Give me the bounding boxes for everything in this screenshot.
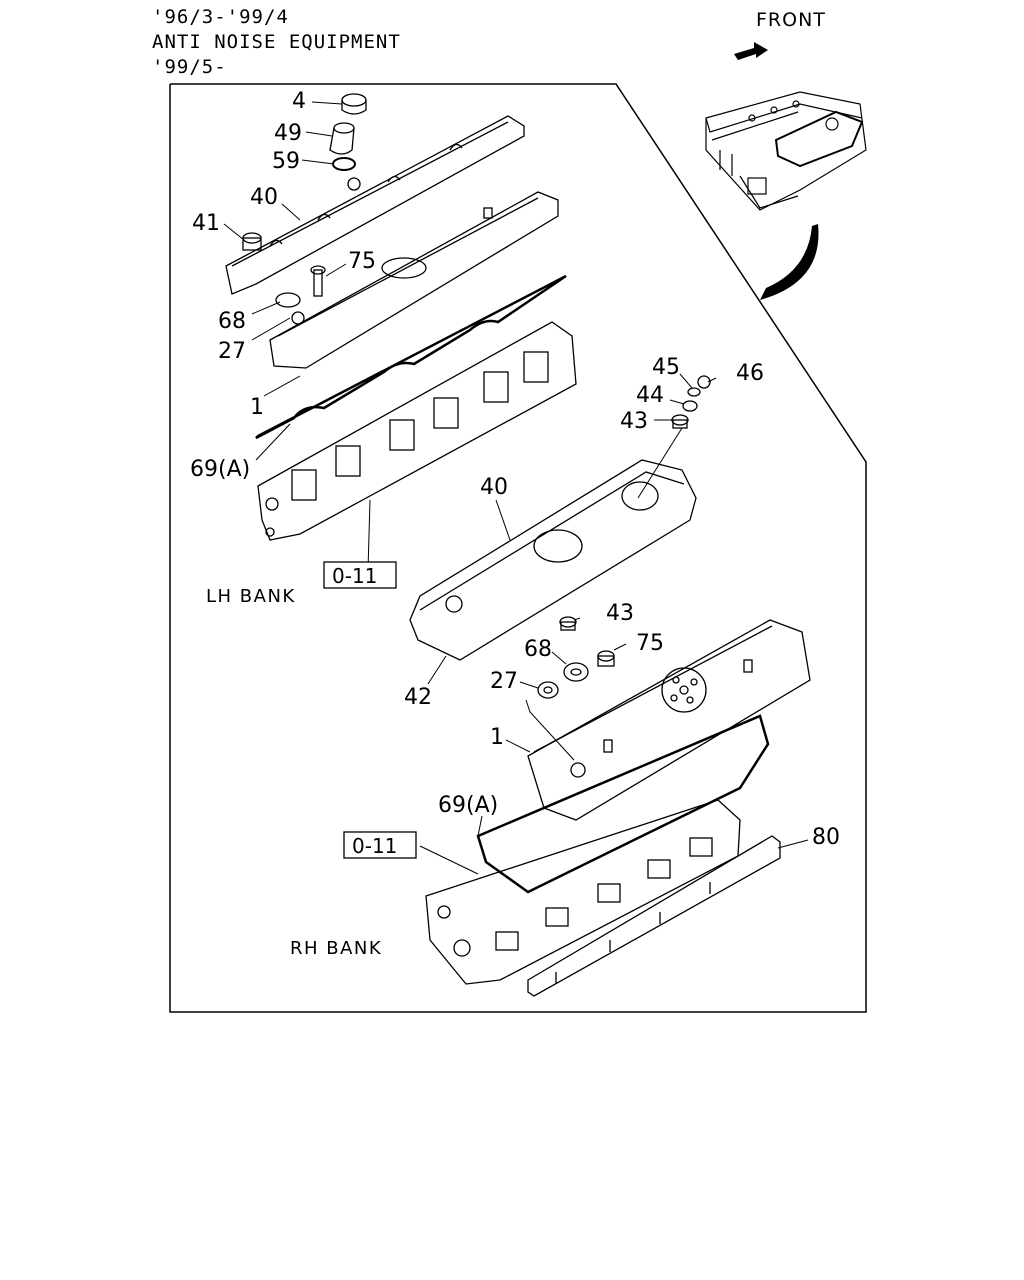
front-label: FRONT — [756, 9, 826, 31]
oil-filler-cap — [341, 93, 367, 115]
callout-43-mid: 43 — [606, 601, 634, 626]
callout-68-mid: 68 — [524, 637, 552, 662]
bolt-75-top — [310, 265, 326, 297]
washer-68-mid — [563, 662, 589, 682]
callout-75-mid: 75 — [636, 631, 664, 656]
rh-cylinder-head-cover — [527, 619, 811, 821]
rh-bank-label: RH BANK — [290, 938, 382, 959]
lh-cover-insulator — [225, 115, 525, 295]
rh-reference-box[interactable]: 0-11 — [343, 831, 417, 859]
header-date-start: '99/5- — [152, 56, 227, 78]
callout-59: 59 — [272, 149, 300, 174]
callout-75-top: 75 — [348, 249, 376, 274]
washer-27-mid — [537, 681, 559, 699]
grommet-43-mid — [559, 616, 577, 631]
heat-protector-plate — [527, 835, 781, 997]
lh-reference-label: 0-11 — [332, 564, 377, 588]
oring-seal — [332, 157, 356, 171]
bolt-75-mid — [597, 650, 615, 667]
callout-43-top: 43 — [620, 409, 648, 434]
callout-40-top: 40 — [250, 185, 278, 210]
callout-4: 4 — [292, 89, 306, 114]
diagram-frame — [169, 83, 867, 1013]
nut-46 — [697, 375, 711, 389]
callout-27-top: 27 — [218, 339, 246, 364]
rh-cylinder-head — [425, 799, 741, 985]
rh-reference-label: 0-11 — [352, 834, 397, 858]
front-arrow-icon — [734, 42, 768, 60]
rh-head-gasket — [476, 714, 770, 894]
callout-69a-mid: 69(A) — [438, 793, 498, 818]
callout-46: 46 — [736, 361, 764, 386]
engine-location-thumbnail — [705, 91, 867, 211]
lh-bank-label: LH BANK — [206, 586, 296, 607]
callout-49: 49 — [274, 121, 302, 146]
callout-68-top: 68 — [218, 309, 246, 334]
lh-cylinder-head-cover — [269, 191, 559, 369]
callout-27-mid: 27 — [490, 669, 518, 694]
lh-cylinder-head — [257, 321, 577, 541]
washer-44 — [682, 400, 698, 412]
callout-80: 80 — [812, 825, 840, 850]
grommet-43-top — [671, 414, 689, 429]
header-title: ANTI NOISE EQUIPMENT — [152, 31, 401, 53]
header-date-range: '96/3-'99/4 — [152, 6, 289, 28]
lh-head-gasket — [255, 274, 567, 440]
callout-45: 45 — [652, 355, 680, 380]
callout-41: 41 — [192, 211, 220, 236]
bank-indicator-curve-icon — [760, 224, 819, 300]
callout-1-top: 1 — [250, 395, 264, 420]
filler-neck — [329, 122, 355, 155]
callout-42: 42 — [404, 685, 432, 710]
callout-1-mid: 1 — [490, 725, 504, 750]
leader-lines — [223, 101, 809, 875]
callout-40-mid: 40 — [480, 475, 508, 500]
lh-reference-box[interactable]: 0-11 — [323, 561, 397, 589]
rubber-grommet — [242, 232, 262, 251]
rh-cover-insulator — [409, 459, 697, 661]
washer-45 — [687, 387, 701, 397]
washer-68-top — [275, 292, 301, 308]
callout-69a-top: 69(A) — [190, 457, 250, 482]
callout-44: 44 — [636, 383, 664, 408]
